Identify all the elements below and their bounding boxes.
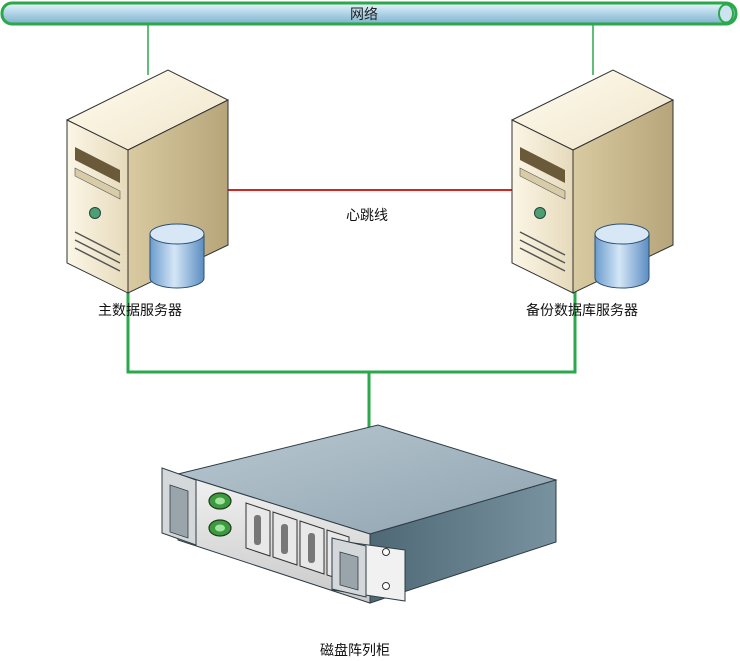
backup-server-label: 备份数据库服务器 xyxy=(526,303,638,319)
disk-array-label: 磁盘阵列柜 xyxy=(320,643,390,659)
primary-server-icon xyxy=(65,69,230,294)
heartbeat-label: 心跳线 xyxy=(346,208,388,224)
storage-link xyxy=(126,290,577,374)
network-bus xyxy=(0,1,738,26)
network-label: 网络 xyxy=(350,7,378,23)
disk-array-icon xyxy=(161,424,558,604)
backup-server-icon xyxy=(510,69,675,294)
primary-server-label: 主数据服务器 xyxy=(98,303,182,319)
